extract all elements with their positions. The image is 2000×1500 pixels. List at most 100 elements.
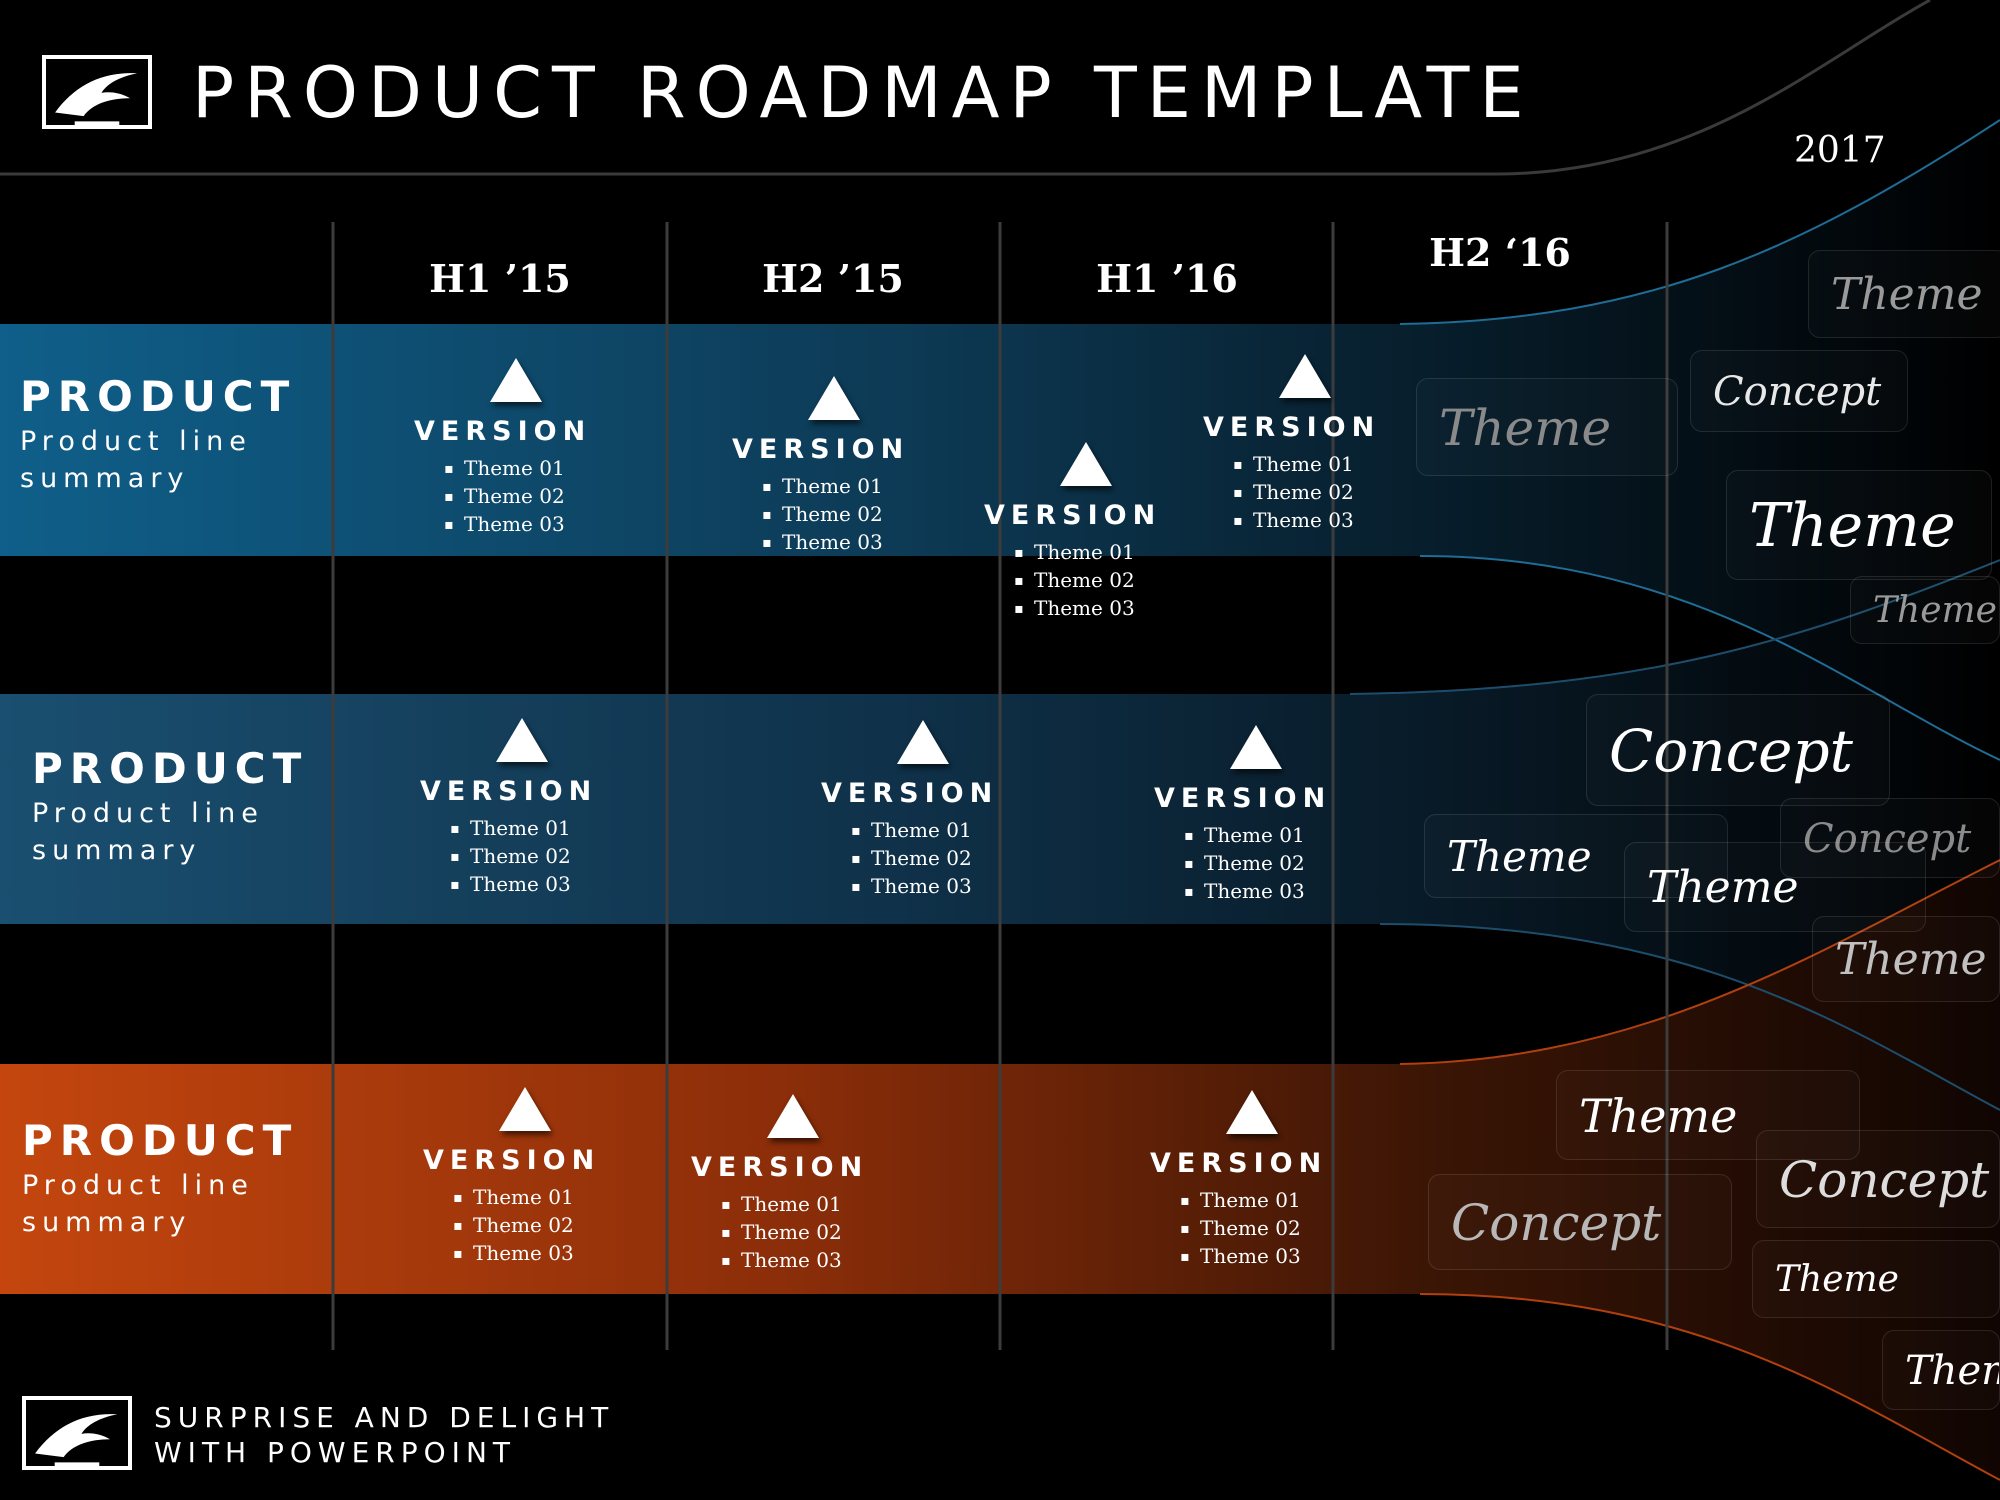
- theme-list: Theme 01 Theme 02 Theme 03: [1223, 451, 1423, 535]
- theme-list: Theme 01 Theme 02 Theme 03: [443, 1184, 643, 1268]
- theme-list: Theme 01 Theme 02 Theme 03: [1170, 1187, 1370, 1271]
- footer-logo: [22, 1396, 132, 1470]
- period-h1-16: H1 ’16: [1096, 256, 1238, 301]
- theme-item: Theme 03: [752, 529, 952, 557]
- milestone-triangle-icon: [499, 1087, 551, 1131]
- theme-item: Theme 03: [711, 1247, 911, 1275]
- company-logo: [42, 55, 152, 129]
- theme-item: Theme 02: [1004, 567, 1204, 595]
- version-label: VERSION: [1203, 412, 1381, 443]
- theme-item: Theme 02: [752, 501, 952, 529]
- theme-item: Theme 02: [434, 483, 634, 511]
- product-3-label: PRODUCT Product line summary: [22, 1116, 298, 1241]
- milestone-triangle-icon: [1230, 725, 1282, 769]
- version-milestone: VERSION Theme 01 Theme 02 Theme 03: [414, 358, 634, 539]
- milestone-triangle-icon: [1060, 442, 1112, 486]
- milestone-triangle-icon: [897, 720, 949, 764]
- version-label: VERSION: [1154, 783, 1332, 814]
- theme-list: Theme 01 Theme 02 Theme 03: [711, 1191, 911, 1275]
- product-summary: Product line summary: [22, 1170, 254, 1238]
- theme-item: Theme 01: [440, 815, 640, 843]
- version-label: VERSION: [423, 1145, 601, 1176]
- theme-list: Theme 01 Theme 02 Theme 03: [1004, 539, 1204, 623]
- milestone-triangle-icon: [496, 718, 548, 762]
- theme-item: Theme 01: [841, 817, 1041, 845]
- future-theme-tag: Theme: [1808, 250, 2000, 338]
- theme-list: Theme 01 Theme 02 Theme 03: [1174, 822, 1374, 906]
- theme-item: Theme 01: [1223, 451, 1423, 479]
- theme-item: Theme 03: [440, 871, 640, 899]
- version-milestone: VERSION Theme 01 Theme 02 Theme 03: [420, 718, 640, 899]
- future-theme-tag: Theme: [1812, 916, 2000, 1002]
- theme-item: Theme 01: [1004, 539, 1204, 567]
- future-theme-tag: Theme: [1416, 378, 1678, 476]
- milestone-triangle-icon: [1279, 354, 1331, 398]
- theme-item: Theme 03: [1223, 507, 1423, 535]
- theme-item: Theme 01: [752, 473, 952, 501]
- product-name: PRODUCT: [32, 744, 309, 793]
- version-label: VERSION: [732, 434, 910, 465]
- version-milestone: VERSION Theme 01 Theme 02 Theme 03: [691, 1094, 911, 1275]
- version-label: VERSION: [420, 776, 598, 807]
- footer-line-2: WITH POWERPOINT: [154, 1436, 516, 1469]
- future-theme-tag: Theme: [1556, 1070, 1860, 1160]
- theme-list: Theme 01 Theme 02 Theme 03: [752, 473, 952, 557]
- theme-item: Theme 03: [841, 873, 1041, 901]
- theme-item: Theme 03: [434, 511, 634, 539]
- theme-item: Theme 03: [443, 1240, 643, 1268]
- future-theme-tag: Theme: [1726, 470, 1992, 580]
- version-milestone: VERSION Theme 01 Theme 02 Theme 03: [732, 376, 952, 557]
- period-h2-16: H2 ‘16: [1429, 230, 1571, 275]
- theme-item: Theme 01: [1170, 1187, 1370, 1215]
- theme-item: Theme 02: [443, 1212, 643, 1240]
- version-milestone: VERSION Theme 01 Theme 02 Theme 03: [423, 1087, 643, 1268]
- future-theme-tag: Theme: [1850, 576, 2000, 644]
- version-milestone: VERSION Theme 01 Theme 02 Theme 03: [821, 720, 1041, 901]
- version-milestone: VERSION Theme 01 Theme 02 Theme 03: [1150, 1090, 1370, 1271]
- theme-item: Theme 01: [1174, 822, 1374, 850]
- theme-item: Theme 02: [1170, 1215, 1370, 1243]
- milestone-triangle-icon: [767, 1094, 819, 1138]
- theme-list: Theme 01 Theme 02 Theme 03: [434, 455, 634, 539]
- milestone-triangle-icon: [808, 376, 860, 420]
- theme-item: Theme 03: [1174, 878, 1374, 906]
- future-concept-tag: Concept: [1690, 350, 1908, 432]
- future-theme-tag: Them: [1882, 1330, 2000, 1410]
- theme-item: Theme 02: [841, 845, 1041, 873]
- future-concept-tag: Concept: [1756, 1130, 2000, 1228]
- theme-item: Theme 02: [1174, 850, 1374, 878]
- milestone-triangle-icon: [490, 358, 542, 402]
- theme-list: Theme 01 Theme 02 Theme 03: [841, 817, 1041, 901]
- future-theme-tag: Theme: [1624, 842, 1926, 932]
- theme-item: Theme 01: [443, 1184, 643, 1212]
- year-label: 2017: [1794, 130, 1886, 171]
- version-label: VERSION: [691, 1152, 869, 1183]
- theme-item: Theme 03: [1170, 1243, 1370, 1271]
- milestone-triangle-icon: [1226, 1090, 1278, 1134]
- theme-item: Theme 03: [1004, 595, 1204, 623]
- version-label: VERSION: [414, 416, 592, 447]
- product-name: PRODUCT: [22, 1116, 299, 1165]
- product-summary: Product line summary: [32, 798, 264, 866]
- version-milestone: VERSION Theme 01 Theme 02 Theme 03: [984, 442, 1204, 623]
- theme-item: Theme 01: [434, 455, 634, 483]
- period-h2-15: H2 ’15: [762, 256, 904, 301]
- theme-item: Theme 02: [1223, 479, 1423, 507]
- future-theme-tag: Theme: [1752, 1240, 2000, 1318]
- product-summary: Product line summary: [20, 426, 252, 494]
- version-label: VERSION: [821, 778, 999, 809]
- theme-item: Theme 02: [440, 843, 640, 871]
- product-name: PRODUCT: [20, 372, 297, 421]
- future-concept-tag: Concept: [1586, 694, 1890, 806]
- footer-tagline: SURPRISE AND DELIGHT WITH POWERPOINT: [154, 1400, 614, 1470]
- future-concept-tag: Concept: [1780, 798, 2000, 878]
- future-theme-tag: Theme: [1424, 814, 1728, 898]
- footer-line-1: SURPRISE AND DELIGHT: [154, 1401, 615, 1434]
- theme-item: Theme 02: [711, 1219, 911, 1247]
- version-label: VERSION: [984, 500, 1162, 531]
- future-concept-tag: Concept: [1428, 1174, 1732, 1270]
- version-milestone: VERSION Theme 01 Theme 02 Theme 03: [1154, 725, 1374, 906]
- theme-list: Theme 01 Theme 02 Theme 03: [440, 815, 640, 899]
- product-2-label: PRODUCT Product line summary: [32, 744, 308, 869]
- page-title: PRODUCT ROADMAP TEMPLATE: [192, 52, 1534, 134]
